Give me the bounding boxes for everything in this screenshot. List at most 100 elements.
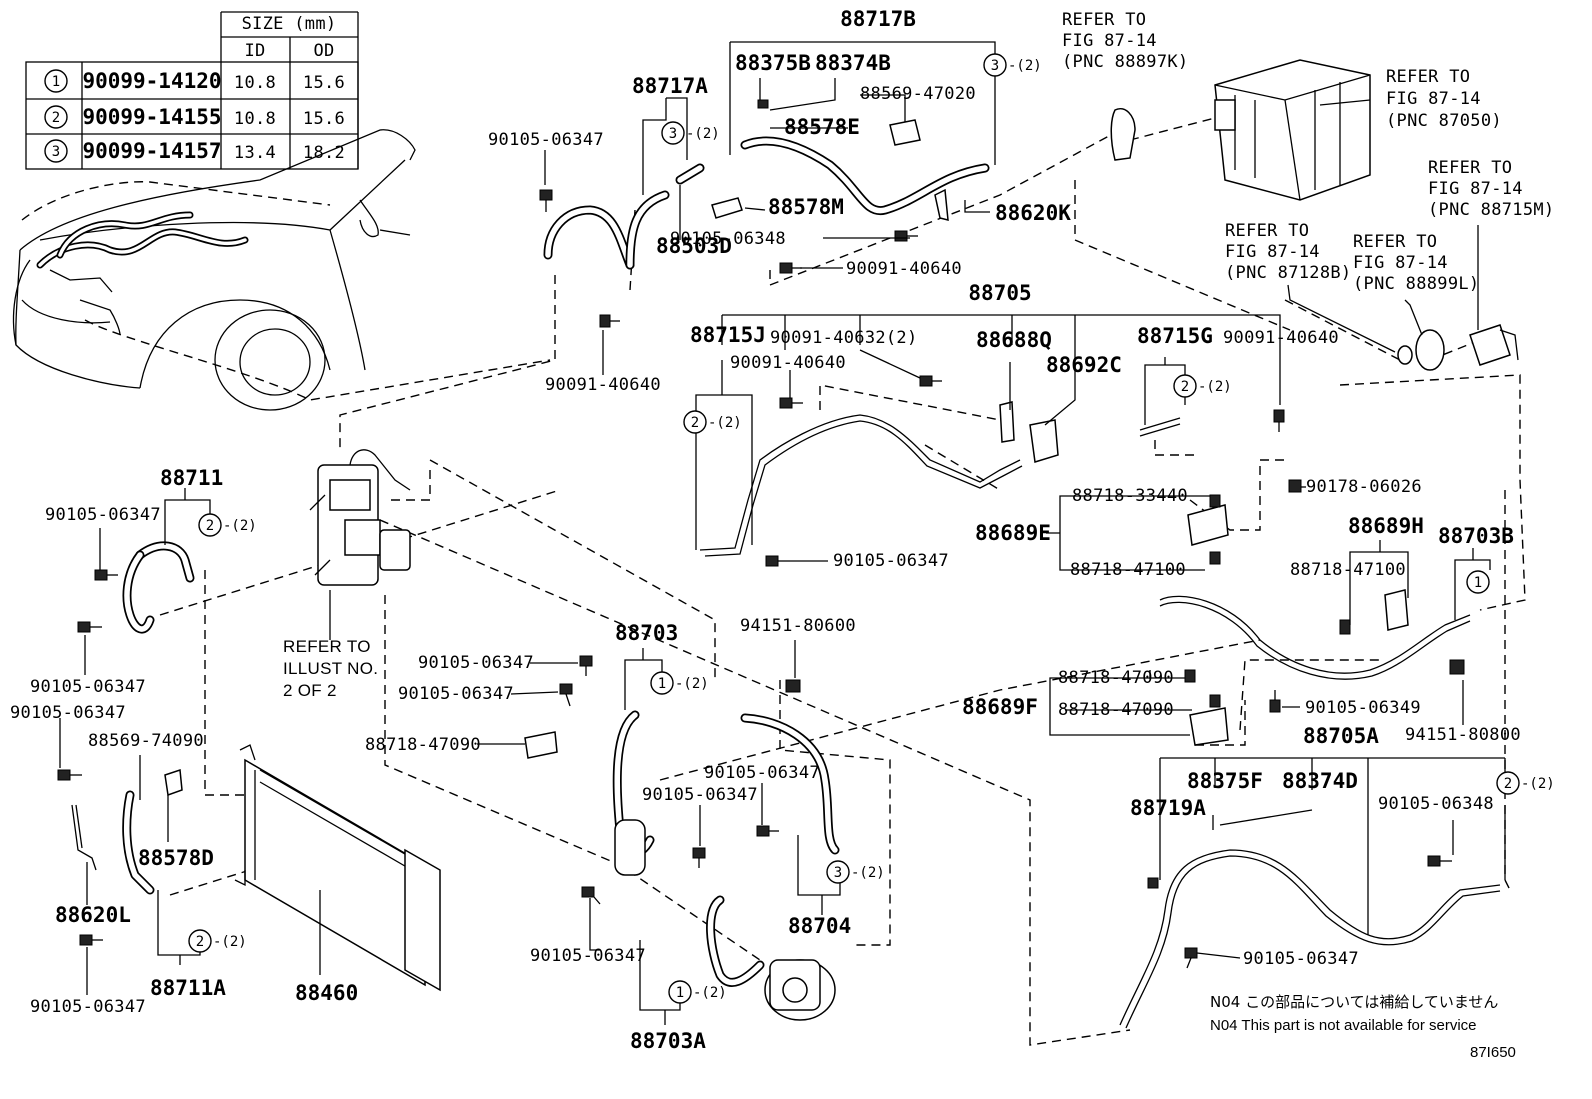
label-88718-47100-e: 88718-47100 <box>1070 560 1186 580</box>
label-90178-06026: 90178-06026 <box>1306 477 1422 497</box>
svg-text:3: 3 <box>991 58 999 74</box>
svg-text:1: 1 <box>1474 575 1482 591</box>
row3-part: 90099-14157 <box>82 139 221 163</box>
label-94151-80800: 94151-80800 <box>1405 725 1521 745</box>
note-japanese: N04 この部品については補給していません <box>1210 993 1498 1011</box>
mark-3-88717a: 3-(2) <box>661 121 720 145</box>
row3-mark: 3 <box>52 144 60 160</box>
refer-87050-1: REFER TO <box>1386 67 1470 87</box>
label-88578m: 88578M <box>768 195 844 219</box>
label-94151-80600: 94151-80600 <box>740 616 856 636</box>
refer-illust-1: REFER TO <box>283 637 371 656</box>
circled-marks: 3-(2) 3-(2) 2-(2) 2-(2) 2-(2) 1-(2) 3-(2… <box>188 53 1555 1004</box>
switch-88692c <box>1029 419 1059 463</box>
valve-88715m <box>1469 324 1511 366</box>
label-88374b: 88374B <box>815 51 891 75</box>
svg-text:-(2): -(2) <box>1008 58 1042 74</box>
svg-text:-(2): -(2) <box>213 934 247 950</box>
od-header: OD <box>313 41 334 61</box>
label-88717b: 88717B <box>840 7 916 31</box>
label-88718-47100-h: 88718-47100 <box>1290 560 1406 580</box>
row1-id: 10.8 <box>234 73 276 93</box>
refer-88899l-3: (PNC 88899L) <box>1353 274 1479 294</box>
refer-87128b-1: REFER TO <box>1225 221 1309 241</box>
tag-88569-47020 <box>889 119 921 146</box>
refer-88899l-2: FIG 87-14 <box>1353 253 1448 273</box>
label-88718-47090-c: 88718-47090 <box>365 735 481 755</box>
label-88375b: 88375B <box>735 51 811 75</box>
label-88578e: 88578E <box>784 115 860 139</box>
label-88718-33440: 88718-33440 <box>1072 486 1188 506</box>
label-88705: 88705 <box>968 281 1031 305</box>
refer-88715m-3: (PNC 88715M) <box>1428 200 1554 220</box>
id-header: ID <box>244 41 265 61</box>
label-88620l: 88620L <box>55 903 131 927</box>
svg-text:-(2): -(2) <box>675 676 709 692</box>
label-90091-40640-right: 90091-40640 <box>1223 328 1339 348</box>
leader-dashes <box>159 117 1526 1046</box>
svg-text:-(2): -(2) <box>223 518 257 534</box>
row2-id: 10.8 <box>234 109 276 129</box>
label-88718-47090-f1: 88718-47090 <box>1058 668 1174 688</box>
label-90105-06347-mid: 90105-06347 <box>833 551 949 571</box>
size-header: SIZE (mm) <box>242 14 337 34</box>
label-88711a: 88711A <box>150 976 226 1000</box>
label-88715g: 88715G <box>1137 324 1213 348</box>
svg-text:-(2): -(2) <box>686 126 720 142</box>
label-88689e: 88689E <box>975 521 1051 545</box>
mark-2-88711a: 2 -(2) <box>188 929 247 953</box>
label-90091-40640-mid: 90091-40640 <box>730 353 846 373</box>
label-90105-06348-r: 90105-06348 <box>1378 794 1494 814</box>
mark-1-88703b: 1 <box>1466 570 1490 594</box>
label-88569-47020: 88569-47020 <box>860 84 976 104</box>
label-88620k: 88620K <box>995 201 1071 225</box>
label-88703b: 88703B <box>1438 524 1514 548</box>
figure-code: 87I650 <box>1470 1044 1516 1061</box>
svg-text:-(2): -(2) <box>1198 379 1232 395</box>
label-88705a: 88705A <box>1303 724 1379 748</box>
label-88460: 88460 <box>295 981 358 1005</box>
row2-od: 15.6 <box>303 109 345 129</box>
refer-88897k-1: REFER TO <box>1062 10 1146 30</box>
refer-88897k-2: FIG 87-14 <box>1062 31 1157 51</box>
svg-text:2: 2 <box>1181 379 1189 395</box>
car-illustration <box>12 129 551 411</box>
label-88703: 88703 <box>615 621 678 645</box>
refer-notes: REFER TO FIG 87-14 (PNC 88897K) REFER TO… <box>283 10 1554 700</box>
svg-text:2: 2 <box>691 415 699 431</box>
refer-87128b-2: FIG 87-14 <box>1225 242 1320 262</box>
label-88688q: 88688Q <box>976 328 1052 352</box>
bracket-88688q <box>999 401 1015 443</box>
label-90105-06347-c4: 90105-06347 <box>642 785 758 805</box>
svg-text:2: 2 <box>206 518 214 534</box>
clamp-88718-47090 <box>524 731 558 759</box>
mark-3-88717b: 3 -(2) <box>983 53 1042 77</box>
ring-88899l <box>1415 329 1445 371</box>
mark-2-88705a: 2-(2) <box>1496 771 1555 795</box>
pipes <box>71 136 1501 1029</box>
label-90105-06347-l3: 90105-06347 <box>10 703 126 723</box>
leader-lines <box>59 41 1506 1025</box>
refer-87050-2: FIG 87-14 <box>1386 89 1481 109</box>
clamp-88689h <box>1384 589 1409 631</box>
refer-88715m-1: REFER TO <box>1428 158 1512 178</box>
mark-3-88704: 3-(2) <box>826 860 885 884</box>
seal-88897k <box>1110 108 1136 161</box>
condenser-88460 <box>234 744 441 992</box>
row1-part: 90099-14120 <box>82 69 221 93</box>
label-88374d: 88374D <box>1282 769 1358 793</box>
refer-88899l-1: REFER TO <box>1353 232 1437 252</box>
receiver <box>614 819 646 876</box>
mark-2-88715j: 2-(2) <box>683 410 742 434</box>
label-90105-06347-l2: 90105-06347 <box>30 677 146 697</box>
size-table: SIZE (mm) ID OD 1 90099-14120 10.8 15.6 … <box>25 11 359 170</box>
svg-text:2: 2 <box>1504 776 1512 792</box>
clamp-88689e <box>1187 504 1229 546</box>
label-88717a: 88717A <box>632 74 708 98</box>
label-88569-74090: 88569-74090 <box>88 731 204 751</box>
svg-text:3: 3 <box>834 865 842 881</box>
clamp-88689f <box>1189 707 1229 746</box>
svg-text:2: 2 <box>196 934 204 950</box>
label-90105-06347-c5: 90105-06347 <box>530 946 646 966</box>
